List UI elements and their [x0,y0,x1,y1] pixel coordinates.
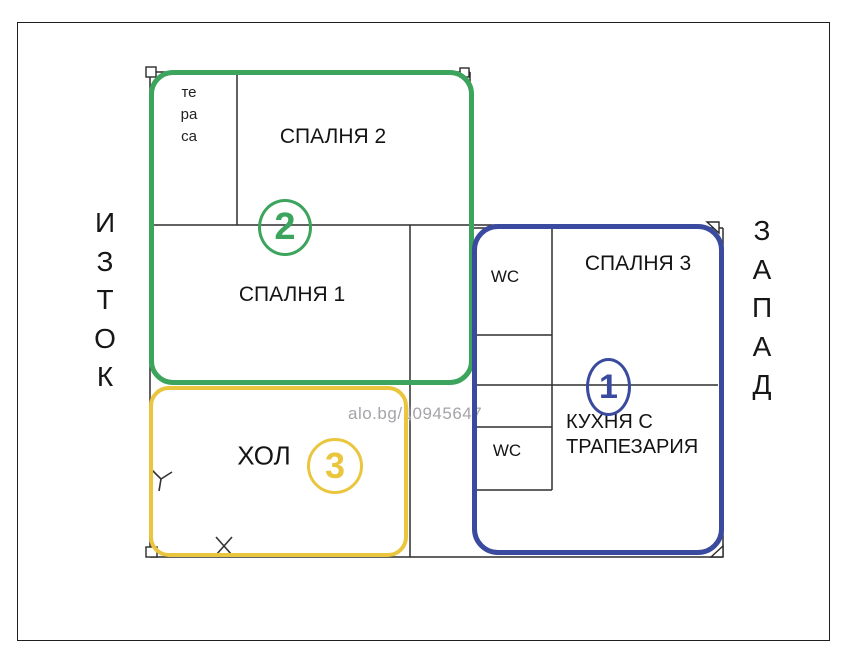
zone-badge-3: 3 [307,438,363,494]
zone-badge-1: 1 [586,358,631,416]
zone-outline-3 [149,386,408,557]
watermark-text: alo.bg/10945647 [348,404,483,423]
zone-badge-3-number: 3 [324,445,346,486]
room-label-kitchen-line2: ТРАПЕЗАРИЯ [566,435,699,458]
room-label-wc-upper: WC [490,267,520,286]
zone-badge-2: 2 [258,199,312,256]
room-label-wc-lower: WC [492,441,522,460]
room-label-terrace: тераса [180,84,198,145]
direction-label-west: ЗАПАД [751,215,773,400]
room-label-kitchen: КУХНЯ С ТРАПЕЗАРИЯ [566,410,698,459]
room-label-bedroom2: СПАЛНЯ 2 [279,125,387,148]
room-label-bedroom3: СПАЛНЯ 3 [584,252,692,275]
zone-outline-2 [149,70,474,385]
zone-outline-1 [472,224,724,555]
direction-label-east: ИЗТОК [94,207,116,392]
zone-badge-2-number: 2 [274,206,296,248]
room-label-kitchen-line1: КУХНЯ С [566,411,653,433]
room-label-living: ХОЛ [237,440,291,471]
room-label-bedroom1: СПАЛНЯ 1 [238,283,346,306]
outer-frame [17,22,830,641]
zone-badge-1-number: 1 [599,367,618,406]
